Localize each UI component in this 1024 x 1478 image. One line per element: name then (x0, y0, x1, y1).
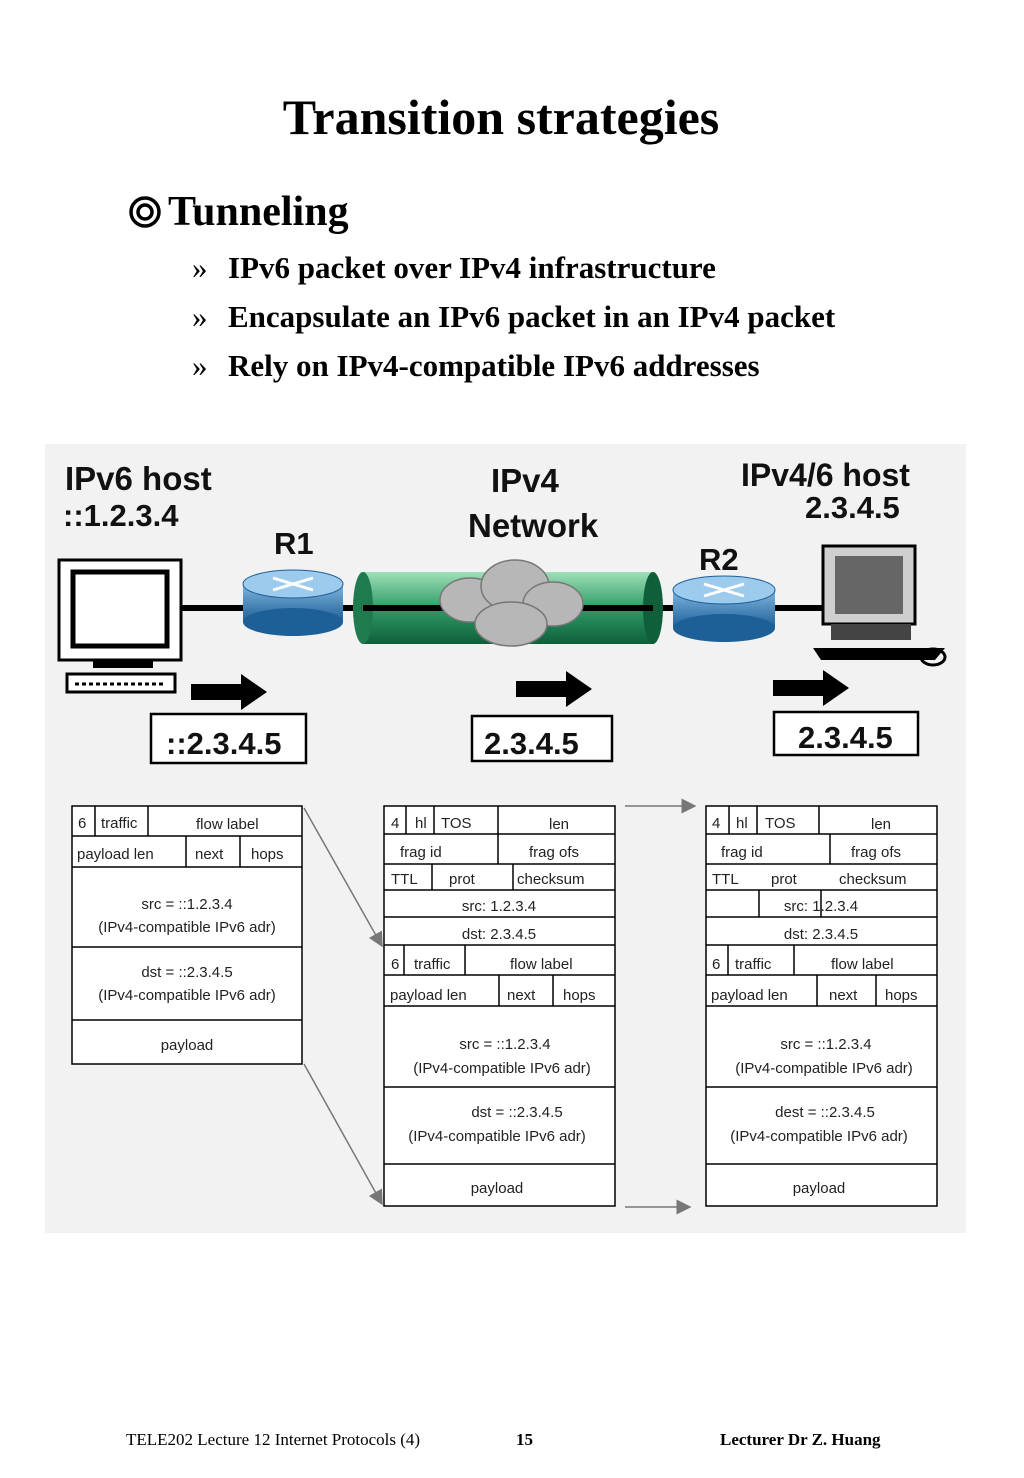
field-hl: hl (415, 815, 427, 832)
field-src-note: (IPv4-compatible IPv6 adr) (413, 1060, 591, 1077)
field-hops: hops (251, 846, 284, 863)
field-hops: hops (885, 987, 918, 1004)
field-flow-label: flow label (196, 816, 259, 833)
router1-label: R1 (274, 526, 314, 561)
field-dst: dst: 2.3.4.5 (462, 926, 536, 943)
footer-page-number: 15 (516, 1430, 533, 1449)
field-ttl: TTL (712, 871, 739, 888)
router2-icon (672, 575, 776, 642)
field-payload-len: payload len (390, 987, 467, 1004)
field-tos: TOS (765, 815, 796, 832)
footer-course: TELE202 Lecture 12 Internet Protocols (4… (126, 1430, 421, 1449)
field-version: 6 (78, 815, 86, 832)
field-payload: payload (161, 1037, 214, 1054)
dest-addr-box: 2.3.4.5 (798, 720, 893, 755)
slide-title: Transition strategies (282, 89, 720, 145)
field-src: src = ::1.2.3.4 (141, 896, 232, 913)
field-version: 6 (391, 956, 399, 973)
ipv6-host-addr: ::1.2.3.4 (63, 498, 179, 533)
field-hops: hops (563, 987, 596, 1004)
field-frag-ofs: frag ofs (529, 844, 579, 861)
ipv6-host-label: IPv6 host (65, 460, 212, 497)
sub-item: » Encapsulate an IPv6 packet in an IPv4 p… (192, 299, 835, 335)
field-next: next (829, 987, 858, 1004)
field-dst: dest = ::2.3.4.5 (775, 1104, 875, 1121)
footer-lecturer: Lecturer Dr Z. Huang (720, 1430, 881, 1449)
field-prot: prot (771, 871, 798, 888)
encapsulated-packet-right (705, 805, 938, 1207)
ipv6-packet (71, 805, 303, 1065)
field-dst-note: (IPv4-compatible IPv6 adr) (730, 1128, 908, 1145)
field-next: next (507, 987, 536, 1004)
dual-host-computer-icon (813, 544, 947, 667)
router2-label: R2 (699, 542, 739, 577)
field-hl: hl (736, 815, 748, 832)
field-dst-note: (IPv4-compatible IPv6 adr) (408, 1128, 586, 1145)
sub-item: » IPv6 packet over IPv4 infrastructure (192, 250, 716, 286)
field-frag-id: frag id (400, 844, 442, 861)
field-version: 4 (391, 815, 399, 832)
sub-mark: » (192, 348, 208, 383)
dual-host-addr: 2.3.4.5 (805, 490, 900, 525)
sub-mark: » (192, 250, 208, 285)
field-dst: dst: 2.3.4.5 (784, 926, 858, 943)
field-prot: prot (449, 871, 476, 888)
mapping-arrow (303, 807, 383, 948)
field-checksum: checksum (839, 871, 907, 888)
bullet-label: Tunneling (168, 189, 349, 235)
arrow-right-icon (191, 674, 267, 710)
field-len: len (549, 816, 569, 833)
field-payload: payload (793, 1180, 846, 1197)
field-frag-id: frag id (721, 844, 763, 861)
field-flow-label: flow label (831, 956, 894, 973)
network-label-line1: IPv4 (491, 462, 560, 499)
field-frag-ofs: frag ofs (851, 844, 901, 861)
dual-host-label: IPv4/6 host (741, 457, 910, 493)
field-ttl: TTL (391, 871, 418, 888)
field-src: src: 1.2.3.4 (784, 898, 858, 915)
ipv6-host-computer-icon (57, 558, 183, 694)
field-src: src: 1.2.3.4 (462, 898, 536, 915)
arrow-right-icon (516, 671, 592, 707)
field-traffic: traffic (101, 815, 138, 832)
field-payload-len: payload len (77, 846, 154, 863)
target-icon (129, 196, 161, 228)
sub-text: IPv6 packet over IPv4 infrastructure (228, 250, 716, 285)
field-traffic: traffic (414, 956, 451, 973)
bullet-tunneling: Tunneling (128, 188, 349, 236)
sub-text: Rely on IPv4-compatible IPv6 addresses (228, 348, 760, 383)
arrow-right-icon (773, 670, 849, 706)
field-checksum: checksum (517, 871, 585, 888)
field-traffic: traffic (735, 956, 772, 973)
field-dst-note: (IPv4-compatible IPv6 adr) (98, 987, 276, 1004)
cloud-icon (439, 559, 584, 647)
router1-icon (242, 569, 344, 636)
network-label-line2: Network (468, 507, 599, 544)
field-dst: dst = ::2.3.4.5 (141, 964, 232, 981)
field-src: src = ::1.2.3.4 (780, 1036, 871, 1053)
field-src-note: (IPv4-compatible IPv6 adr) (98, 919, 276, 936)
field-version: 6 (712, 956, 720, 973)
field-src-note: (IPv4-compatible IPv6 adr) (735, 1060, 913, 1077)
field-version: 4 (712, 815, 720, 832)
field-len: len (871, 816, 891, 833)
field-flow-label: flow label (510, 956, 573, 973)
sub-text: Encapsulate an IPv6 packet in an IPv4 pa… (228, 299, 836, 334)
field-src: src = ::1.2.3.4 (459, 1036, 550, 1053)
dest-addr-box: 2.3.4.5 (484, 726, 579, 761)
field-payload: payload (471, 1180, 524, 1197)
sub-mark: » (192, 299, 208, 334)
field-tos: TOS (441, 815, 472, 832)
field-next: next (195, 846, 224, 863)
tunneling-diagram: IPv6 host ::1.2.3.4 IPv4 Network IPv4/6 … (45, 444, 966, 1233)
field-payload-len: payload len (711, 987, 788, 1004)
mapping-arrow (303, 1063, 383, 1206)
dest-addr-box: ::2.3.4.5 (166, 726, 281, 761)
sub-item: » Rely on IPv4-compatible IPv6 addresses (192, 348, 760, 384)
field-dst: dst = ::2.3.4.5 (471, 1104, 562, 1121)
encapsulated-packet-middle (383, 805, 616, 1207)
